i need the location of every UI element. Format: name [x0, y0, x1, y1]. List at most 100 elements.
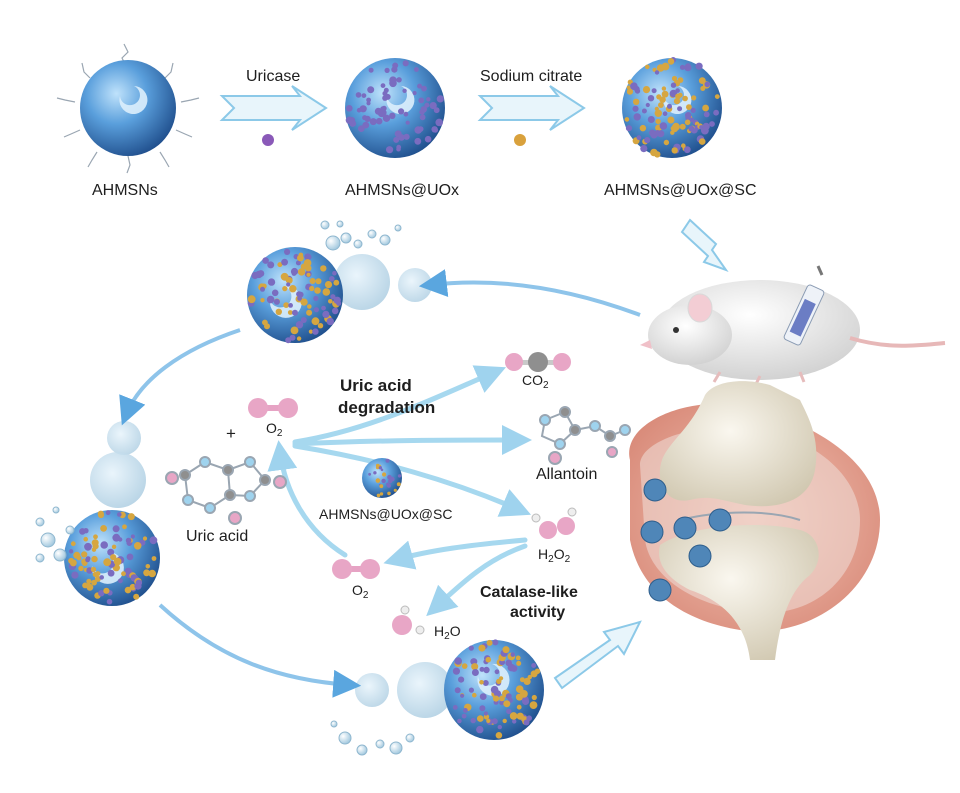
citrate-coat-dot	[300, 298, 308, 306]
uricase-coat-dot	[479, 705, 486, 712]
uricase-coat-dot	[421, 85, 427, 92]
uricase-coat-dot	[331, 307, 339, 315]
citrate-coat-dot	[111, 544, 117, 549]
uricase-coat-dot	[267, 261, 275, 269]
citrate-coat-dot	[642, 86, 651, 94]
uricase-coat-dot	[367, 86, 375, 94]
uricase-coat-dot	[369, 118, 377, 126]
uox-sc-nanoparticle	[622, 57, 722, 158]
uricase-coat-dot	[482, 680, 489, 686]
citrate-coat-dot	[133, 542, 142, 550]
uricase-coat-dot	[295, 321, 304, 329]
uricase-coat-dot	[125, 537, 132, 544]
uricase-coat-dot	[417, 83, 423, 89]
citrate-coat-dot	[515, 655, 521, 661]
citrate-coat-dot	[314, 287, 321, 294]
uricase-coat-dot	[633, 113, 641, 121]
uricase-coat-dot	[662, 111, 668, 116]
citrate-coat-dot	[656, 94, 662, 100]
label-o2: O2	[266, 420, 283, 439]
citrate-coat-dot	[523, 677, 531, 686]
uricase-coat-dot	[476, 725, 484, 734]
mouse-illustration	[640, 265, 946, 385]
citrate-coat-dot	[151, 556, 157, 561]
uricase-coat-dot	[651, 88, 657, 94]
uricase-coat-dot	[273, 298, 280, 305]
uricase-coat-dot	[393, 136, 400, 143]
uricase-coat-dot	[130, 534, 135, 539]
cycle-bottom-particles	[355, 639, 544, 740]
arrow-uricase	[219, 85, 328, 131]
citrate-coat-dot	[309, 285, 315, 292]
citrate-coat-dot	[663, 139, 670, 146]
label-h2o: H2O	[434, 623, 461, 642]
citrate-coat-dot	[516, 660, 522, 666]
uricase-coat-dot	[378, 108, 387, 117]
arrow-to-joint	[553, 620, 642, 690]
uricase-coat-dot	[297, 296, 302, 301]
uricase-coat-dot	[389, 76, 397, 84]
uricase-coat-dot	[483, 711, 488, 716]
citrate-coat-dot	[650, 148, 658, 157]
citrate-coat-dot	[698, 77, 706, 84]
citrate-coat-dot	[322, 288, 331, 296]
uricase-coat-dot	[457, 718, 462, 724]
uricase-coat-dot	[349, 120, 357, 127]
joint-nanoparticle	[648, 578, 672, 602]
uricase-coat-dot	[332, 270, 337, 276]
citrate-coat-dot	[103, 558, 112, 567]
h2o-molecule-icon	[392, 605, 425, 635]
uricase-coat-dot	[690, 107, 696, 113]
citrate-coat-dot	[78, 565, 84, 572]
uricase-coat-dot	[417, 126, 424, 132]
uricase-coat-dot	[659, 122, 668, 130]
uricase-coat-dot	[468, 645, 474, 651]
citrate-coat-dot	[127, 513, 135, 521]
uricase-coat-dot	[431, 103, 437, 109]
uricase-coat-dot	[470, 717, 476, 724]
reaction-arrows	[267, 365, 532, 617]
citrate-coat-dot	[681, 143, 686, 148]
uricase-coat-dot	[403, 133, 410, 140]
citrate-coat-dot	[509, 712, 518, 720]
allantoin-molecule-icon	[539, 406, 631, 465]
citrate-coat-dot	[103, 587, 110, 594]
citrate-coat-dot	[645, 64, 650, 70]
cycle-left-particles	[64, 421, 160, 606]
label-ahmsns: AHMSNs	[92, 182, 158, 199]
uricase-coat-dot	[330, 294, 336, 300]
cycle-flow-arrows	[119, 269, 641, 698]
uricase-coat-dot	[685, 63, 691, 70]
co2-molecule-icon	[505, 352, 571, 372]
uricase-coat-dot	[375, 117, 383, 125]
uricase-enzyme-icon	[262, 134, 274, 146]
citrate-coat-dot	[287, 310, 293, 315]
citrate-coat-dot	[90, 566, 97, 573]
citrate-coat-dot	[624, 117, 630, 122]
citrate-coat-dot	[673, 98, 681, 105]
uricase-coat-dot	[288, 303, 293, 308]
citrate-coat-dot	[667, 58, 675, 65]
uricase-coat-dot	[149, 536, 158, 545]
citrate-coat-dot	[82, 582, 88, 589]
citrate-coat-dot	[110, 554, 117, 561]
citrate-coat-dot	[289, 285, 297, 293]
uricase-coat-dot	[491, 718, 498, 725]
citrate-coat-dot	[477, 715, 484, 722]
uricase-coat-dot	[300, 317, 307, 323]
citrate-coat-dot	[496, 678, 502, 684]
uricase-coat-dot	[452, 705, 458, 710]
label-plus: +	[226, 424, 236, 443]
uricase-coat-dot	[368, 67, 374, 73]
citrate-coat-dot	[93, 534, 98, 540]
uricase-coat-dot	[479, 666, 485, 672]
syringe-icon	[783, 265, 825, 346]
o2-output-molecule-icon	[332, 559, 380, 579]
citrate-coat-dot	[311, 317, 320, 326]
citrate-coat-dot	[527, 674, 532, 680]
citrate-coat-dot	[495, 732, 503, 739]
uricase-coat-dot	[452, 667, 460, 675]
arrow-injection	[680, 218, 729, 273]
citrate-coat-dot	[515, 685, 524, 693]
citrate-coat-dot	[70, 541, 76, 547]
